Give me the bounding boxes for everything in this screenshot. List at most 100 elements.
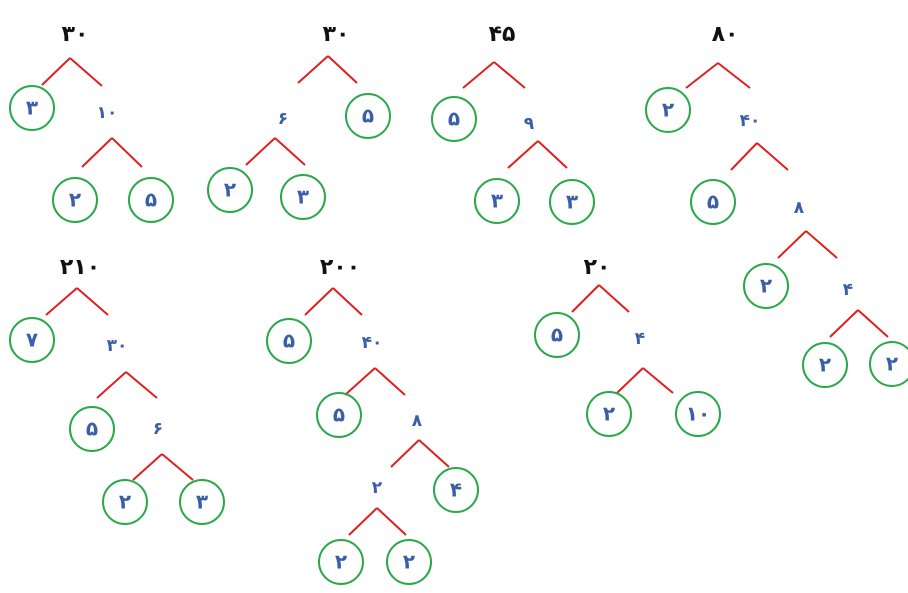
factor-circle [690, 179, 736, 225]
tree-5-composite-factor-4: ۶ [153, 419, 163, 439]
tree-5-branch-4 [125, 371, 158, 399]
tree-6-composite-factor-2: ۴۰ [362, 333, 383, 353]
tree-4-branch-6 [805, 230, 838, 259]
factor-number: ۲ [372, 478, 383, 498]
factor-number: ۳ [566, 190, 578, 214]
tree-3-branch-4 [537, 140, 568, 169]
tree-1-branch-1 [41, 57, 71, 86]
tree-6-branch-8 [376, 507, 407, 536]
tree-3-root-number: ۴۵ [489, 22, 516, 47]
factor-number: ۲ [662, 98, 674, 122]
factor-number: ۵ [707, 190, 719, 214]
factor-number: ۴ [843, 280, 853, 300]
tree-7-branch-4 [642, 367, 674, 394]
factor-circle [386, 539, 432, 585]
factor-number: ۴۰ [740, 111, 761, 131]
factor-number: ۵ [362, 104, 374, 128]
factor-circle [433, 467, 479, 513]
tree-6-prime-factor-3: ۵ [316, 392, 362, 438]
tree-1-composite-factor-2: ۱۰ [97, 103, 118, 123]
tree-2-prime-factor-2: ۵ [345, 93, 391, 139]
factor-circle [316, 392, 362, 438]
factor-circle [128, 177, 174, 223]
tree-6-branch-7 [348, 507, 378, 536]
tree-4-branch-2 [717, 62, 751, 89]
tree-4-branch-3 [730, 142, 758, 171]
tree-5-branch-5 [132, 453, 163, 481]
factor-circle [9, 85, 55, 131]
factor-number: ۳ [297, 185, 309, 209]
factor-number: ۵ [551, 323, 563, 347]
factor-number: ۷ [26, 328, 38, 352]
tree-4-root-number: ۸۰ [712, 22, 739, 47]
tree-4-prime-factor-7: ۲ [802, 342, 848, 388]
tree-6-composite-factor-6: ۲ [372, 478, 383, 498]
tree-1-branch-3 [81, 137, 113, 168]
tree-3-branch-1 [462, 61, 495, 89]
tree-4-prime-factor-1: ۲ [645, 87, 691, 133]
factor-circle [645, 87, 691, 133]
tree-3-branch-2 [493, 61, 526, 89]
tree-6-prime-factor-7: ۲ [318, 539, 364, 585]
tree-4-prime-factor-3: ۵ [690, 179, 736, 225]
factor-circle [345, 93, 391, 139]
factor-number: ۲ [886, 352, 898, 376]
tree-1-prime-factor-3: ۲ [52, 177, 98, 223]
factor-circle [534, 312, 580, 358]
factor-circle [802, 342, 848, 388]
tree-5-branch-1 [45, 287, 78, 316]
tree-4-prime-factor-8: ۲ [869, 341, 908, 387]
tree-2-prime-factor-3: ۲ [207, 167, 253, 213]
factor-circle [266, 318, 312, 364]
factor-number: ۲ [224, 178, 236, 202]
factor-number: ۳ [26, 96, 38, 120]
factor-number: ۳ [491, 189, 503, 213]
factor-number: ۲ [335, 550, 347, 574]
tree-6-branch-5 [390, 439, 420, 468]
tree-7-branch-1 [571, 284, 600, 313]
tree-7-prime-factor-4: ۱۰ [675, 391, 721, 437]
tree-3-prime-factor-1: ۵ [431, 96, 477, 142]
tree-7-prime-factor-1: ۵ [534, 312, 580, 358]
tree-1-root-number: ۳۰ [62, 22, 89, 47]
tree-5-prime-factor-3: ۵ [69, 406, 115, 452]
tree-4-composite-factor-6: ۴ [843, 280, 853, 300]
tree-5-composite-factor-2: ۳۰ [107, 336, 128, 356]
factor-number: ۳ [196, 490, 208, 514]
tree-7-prime-factor-3: ۲ [586, 391, 632, 437]
factor-number: ۵ [283, 329, 295, 353]
factor-number: ۵ [145, 188, 157, 212]
factor-circle [179, 479, 225, 525]
factor-number: ۴ [450, 478, 462, 502]
factor-number: ۲ [403, 550, 415, 574]
factor-number: ۶ [153, 419, 163, 439]
factor-number: ۲ [603, 402, 615, 426]
tree-5-branch-6 [161, 453, 194, 481]
factor-number: ۴ [635, 329, 645, 349]
factor-circle [675, 391, 721, 437]
tree-6-prime-factor-1: ۵ [266, 318, 312, 364]
factor-number: ۸ [412, 411, 423, 431]
tree-5-prime-factor-6: ۳ [179, 479, 225, 525]
tree-4-branch-5 [777, 230, 807, 259]
tree-2-branch-4 [274, 137, 306, 166]
tree-6-prime-factor-5: ۴ [433, 467, 479, 513]
tree-6-branch-1 [304, 287, 334, 316]
tree-4-branch-8 [857, 309, 889, 338]
tree-7-composite-factor-2: ۴ [635, 329, 645, 349]
tree-1-prime-factor-1: ۳ [9, 85, 55, 131]
factor-circle [431, 96, 477, 142]
tree-6-branch-6 [418, 439, 450, 468]
tree-7-branch-2 [598, 284, 630, 313]
tree-4-branch-7 [829, 309, 859, 338]
factor-number: ۱۰ [97, 103, 118, 123]
factor-circle [102, 479, 148, 525]
tree-2-composite-factor-1: ۶ [278, 109, 288, 129]
factor-circle [69, 406, 115, 452]
factor-number: ۲ [760, 274, 772, 298]
factor-number: ۸ [794, 198, 805, 218]
tree-5-prime-factor-1: ۷ [9, 317, 55, 363]
tree-4-composite-factor-2: ۴۰ [740, 111, 761, 131]
